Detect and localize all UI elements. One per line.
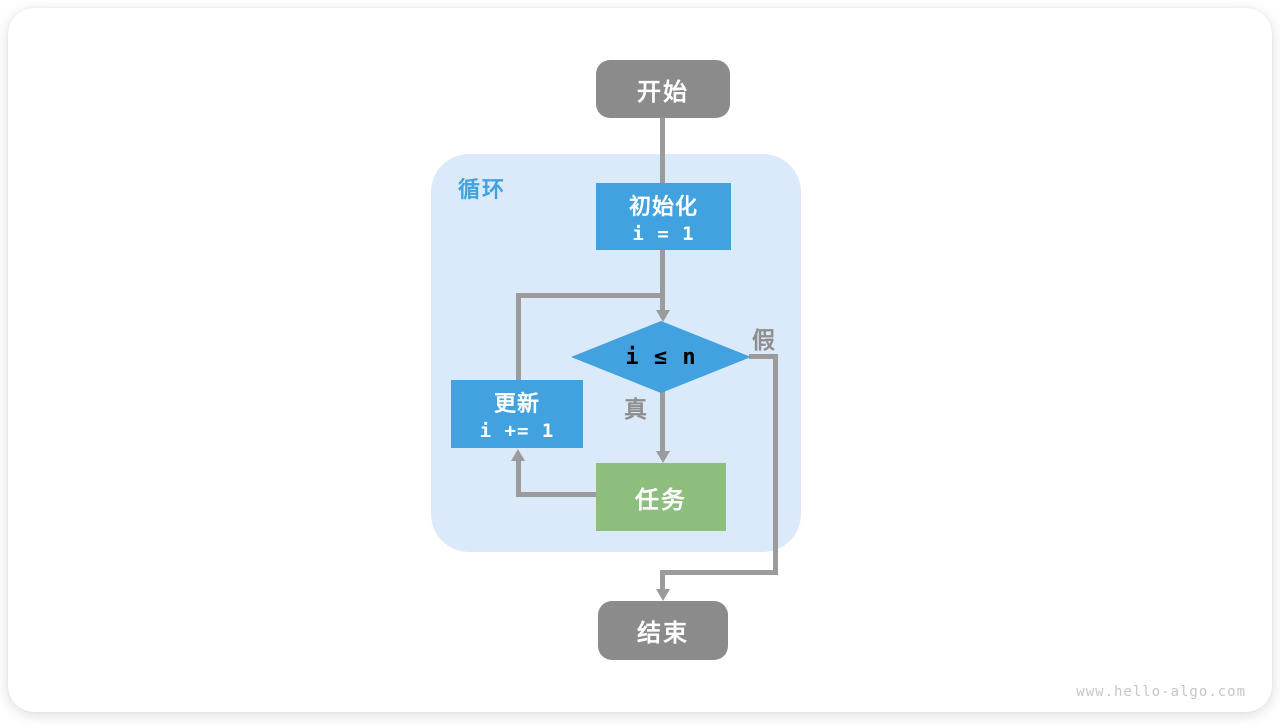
- node-start: 开始: [596, 60, 730, 118]
- connector-task-to-update-horizontal: [516, 492, 598, 497]
- connector-loopback-left-upper: [516, 293, 521, 383]
- connector-loopback-top: [516, 293, 665, 298]
- connector-init-to-condition: [660, 248, 665, 312]
- branch-true-label: 真: [624, 396, 647, 422]
- node-init: 初始化 i = 1: [596, 183, 731, 250]
- connector-task-to-update-vertical: [516, 460, 521, 495]
- arrowhead-into-condition: [656, 310, 670, 322]
- connector-start-to-init: [660, 116, 665, 186]
- node-init-code: i = 1: [632, 222, 695, 245]
- connector-false-bottom-horizontal: [661, 570, 778, 575]
- watermark: www.hello-algo.com: [1076, 684, 1246, 700]
- connector-false-right-vertical: [773, 354, 778, 575]
- branch-false-label: 假: [752, 327, 775, 353]
- arrowhead-into-update: [511, 449, 525, 461]
- node-update: 更新 i += 1: [451, 380, 583, 448]
- node-start-label: 开始: [637, 78, 689, 106]
- node-update-code: i += 1: [479, 420, 555, 442]
- node-task: 任务: [596, 463, 726, 531]
- node-condition-expr: i ≤ n: [625, 344, 697, 370]
- node-update-title: 更新: [493, 391, 540, 416]
- connector-false-horizontal-out: [749, 354, 778, 359]
- connector-condition-to-task: [660, 391, 665, 452]
- arrowhead-into-task: [656, 451, 670, 463]
- node-task-label: 任务: [635, 486, 687, 514]
- diagram-card: 循环 假 真 开始 初始化 i = 1 i ≤ n: [8, 8, 1272, 712]
- flowchart-canvas: 循环 假 真 开始 初始化 i = 1 i ≤ n: [8, 8, 1280, 728]
- loop-label: 循环: [458, 177, 507, 202]
- node-end: 结束: [598, 601, 728, 660]
- node-end-label: 结束: [637, 620, 689, 647]
- node-init-title: 初始化: [628, 193, 698, 219]
- connector-false-into-end: [660, 570, 665, 591]
- arrowhead-into-end: [656, 589, 670, 601]
